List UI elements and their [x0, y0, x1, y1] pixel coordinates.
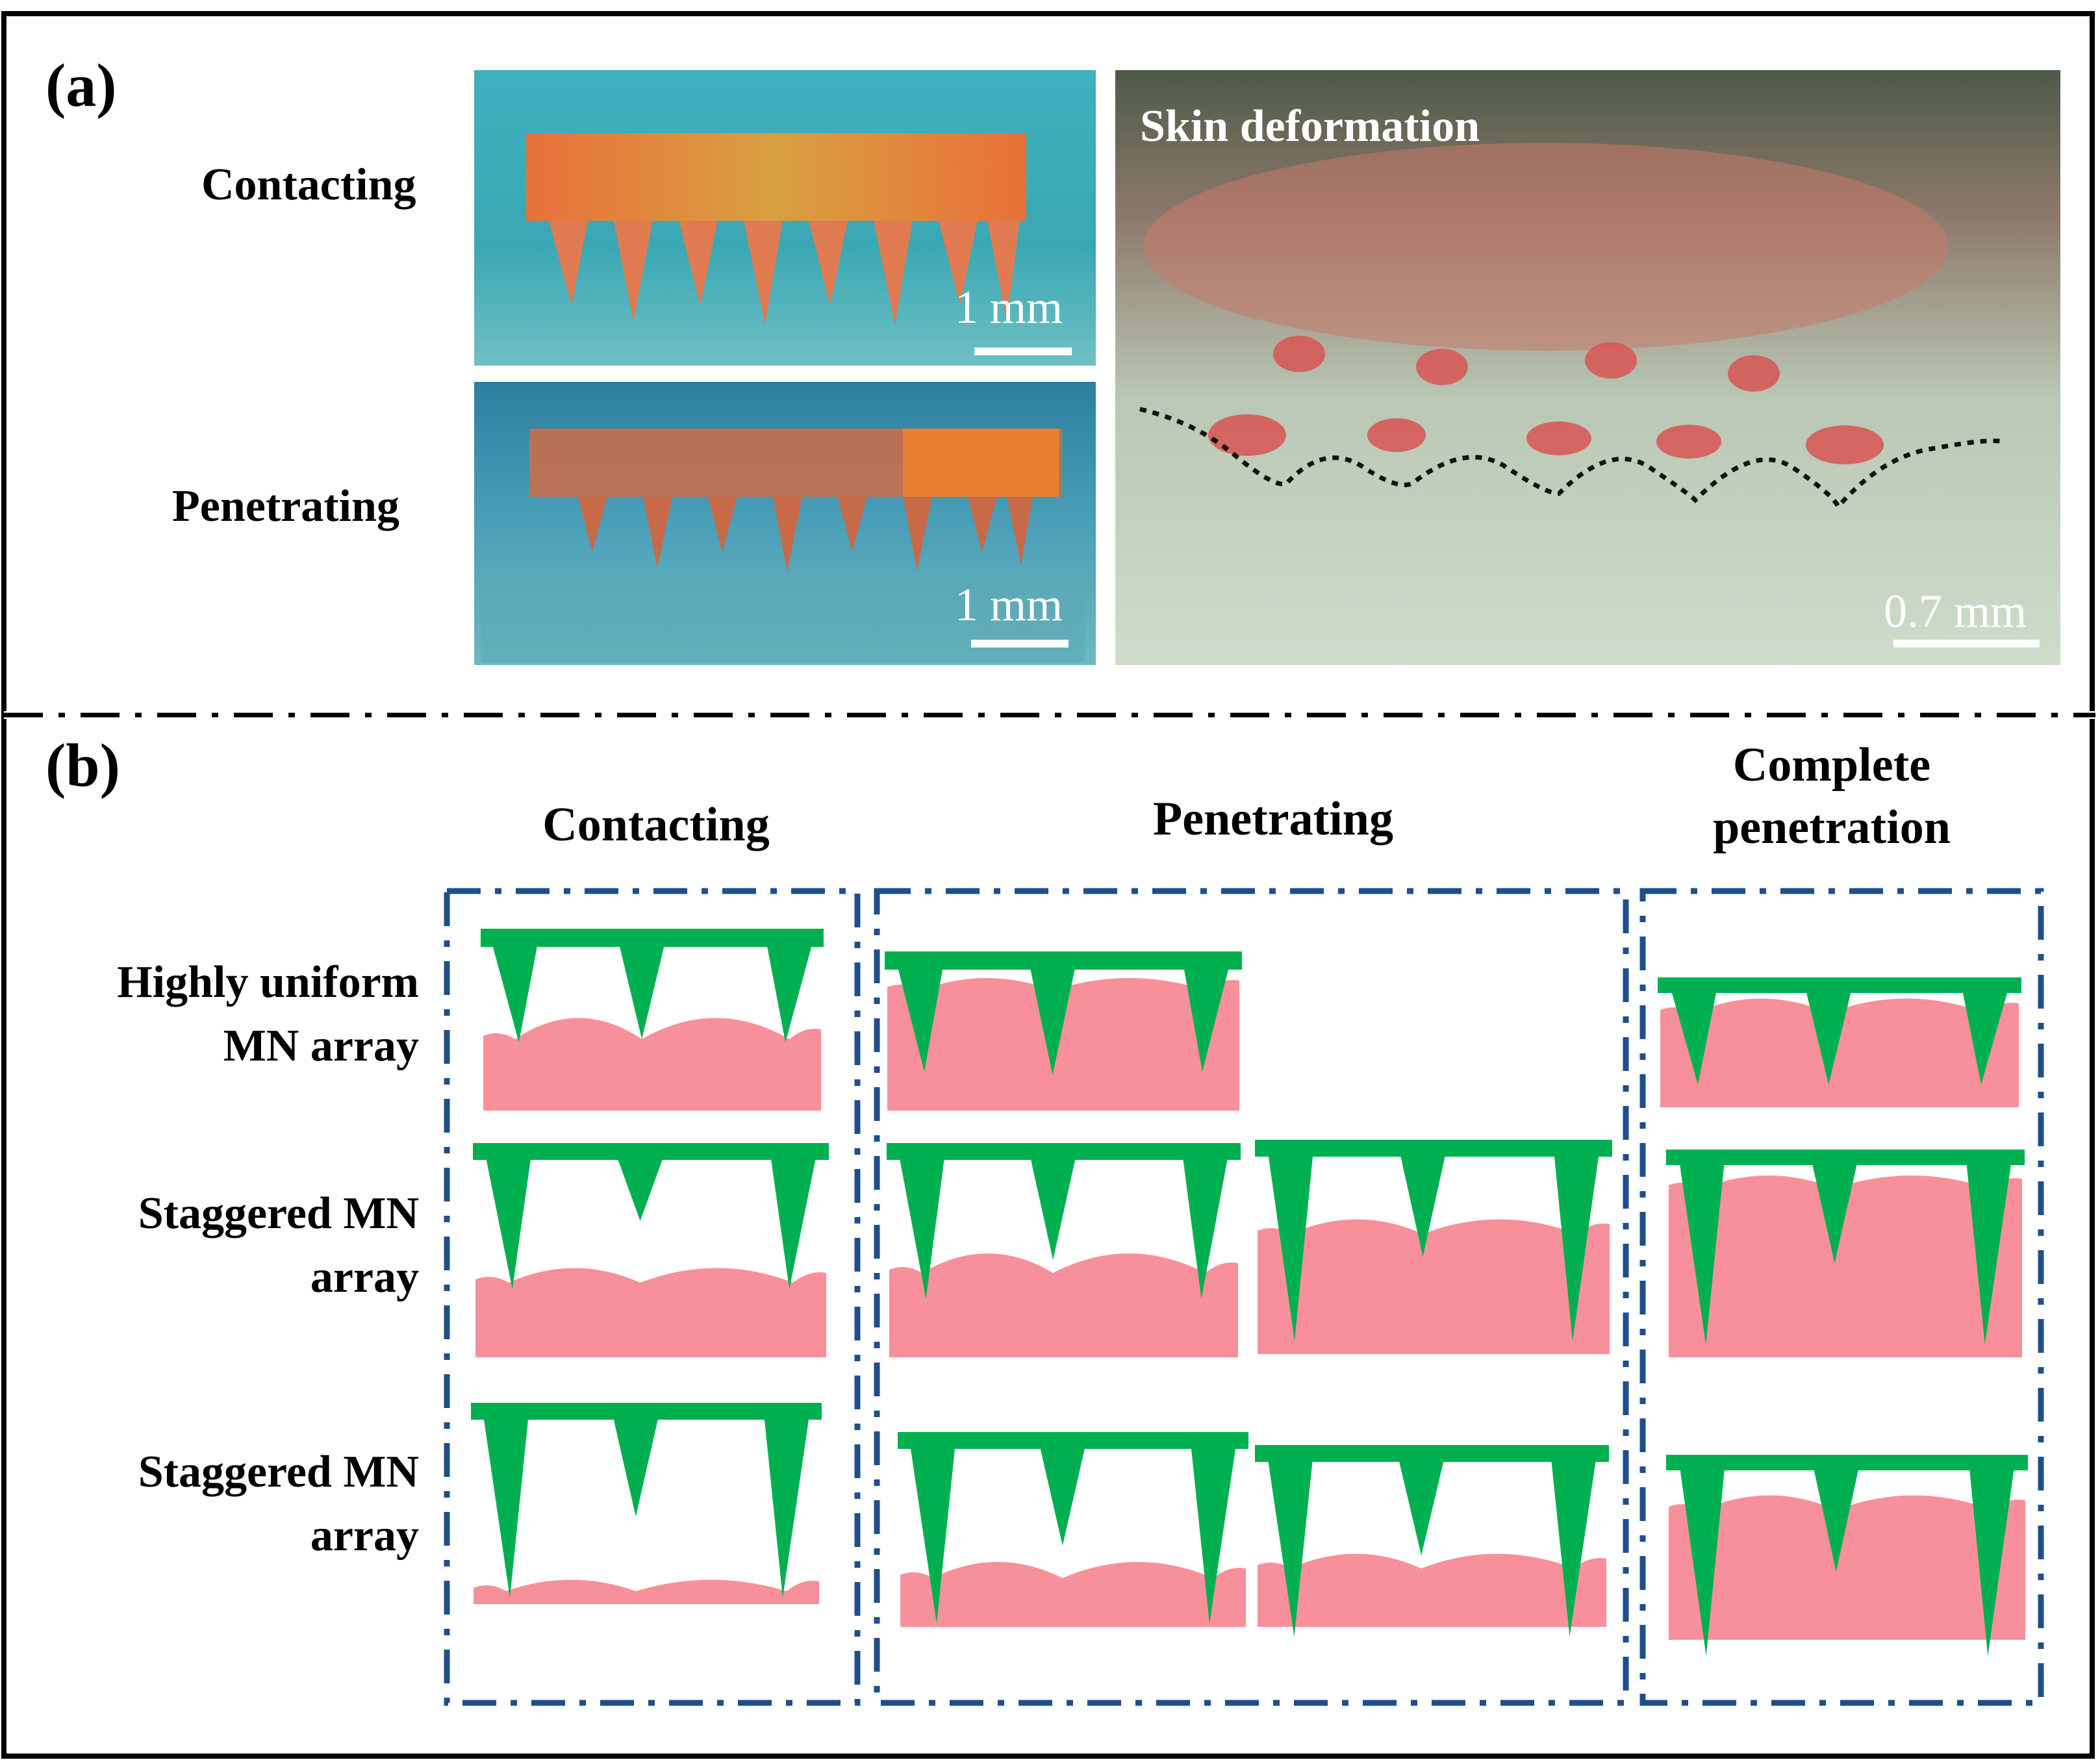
schematic-layer	[471, 929, 2028, 1656]
panel-b-tag: (b)	[45, 732, 120, 799]
schematic-r3-penetrating-b	[1255, 1445, 1609, 1637]
row-1-line2: MN array	[223, 1021, 419, 1071]
column-penetrating: Penetrating	[1153, 792, 1393, 846]
scale-bar-2	[971, 640, 1069, 647]
microneedle	[1400, 1157, 1445, 1257]
skin-layer	[475, 1268, 826, 1357]
panel-a-tag: (a)	[45, 52, 117, 119]
skin-layer	[1669, 1175, 2022, 1357]
microneedle	[1680, 1165, 1725, 1344]
skin-layer	[1258, 1219, 1610, 1354]
mn-backing	[1658, 977, 2021, 993]
microneedle	[1966, 1165, 2011, 1344]
skin-layer	[1660, 998, 2019, 1107]
photo-skin-deformation	[1115, 70, 2060, 665]
microneedle	[765, 1420, 809, 1598]
label-skin-deformation: Skin deformation	[1140, 101, 1480, 151]
microneedle	[898, 970, 942, 1072]
microneedle	[1040, 1449, 1085, 1546]
schematic-r1-penetrating	[885, 951, 1242, 1111]
schematic-r2-penetrating-a	[887, 1143, 1241, 1357]
microneedle	[1806, 993, 1851, 1085]
mn-backing	[481, 929, 824, 947]
microneedle	[618, 1160, 663, 1221]
microneedle	[1268, 1462, 1313, 1637]
microneedle	[900, 1160, 944, 1299]
skin-layer	[1258, 1553, 1606, 1627]
schematic-r3-contacting	[471, 1403, 822, 1604]
microneedle	[613, 1420, 658, 1516]
label-contacting-photo: Contacting	[201, 160, 416, 210]
scale-label-2: 1 mm	[955, 579, 1063, 631]
schematic-r2-complete	[1666, 1150, 2025, 1357]
row-3-line2: array	[310, 1511, 419, 1561]
microneedle	[1183, 1160, 1228, 1299]
box-complete	[1639, 888, 2044, 1706]
schematic-r3-complete	[1666, 1455, 2028, 1656]
microneedle	[1031, 1160, 1076, 1260]
microneedle	[1812, 1165, 1857, 1263]
microneedle	[911, 1449, 955, 1624]
microneedle	[767, 947, 812, 1042]
scale-bar-1	[974, 347, 1072, 355]
microneedle	[1030, 970, 1075, 1075]
photo-contacting	[474, 70, 1096, 366]
mn-backing	[1255, 1445, 1609, 1462]
skin-layer	[483, 1018, 821, 1111]
mn-backing	[1255, 1140, 1612, 1157]
schematic-r3-penetrating-a	[898, 1432, 1248, 1627]
scale-bar-3	[1893, 640, 2040, 647]
skin-layer	[474, 1579, 819, 1604]
label-penetrating-photo: Penetrating	[172, 481, 399, 531]
mn-backing	[898, 1432, 1248, 1449]
row-2-line1: Staggered MN	[138, 1188, 419, 1238]
microneedle	[1680, 1470, 1725, 1656]
microneedle	[492, 947, 537, 1042]
schematic-r1-complete	[1658, 977, 2021, 1107]
row-1-line1: Highly uniform	[117, 957, 419, 1007]
row-2-line2: array	[310, 1252, 419, 1302]
microneedle	[620, 947, 664, 1039]
microneedle	[1672, 993, 1716, 1085]
skin-layer	[1669, 1495, 2025, 1640]
microneedle	[1814, 1470, 1858, 1572]
schematic-r2-penetrating-b	[1255, 1140, 1612, 1354]
row-3-line1: Staggered MN	[138, 1447, 419, 1497]
column-complete-line2: penetration	[1713, 801, 1951, 854]
microneedle	[771, 1160, 816, 1289]
mn-backing	[885, 951, 1242, 970]
box-penetrating	[874, 888, 1629, 1706]
column-complete-line1: Complete	[1732, 738, 1931, 792]
schematic-r2-contacting	[473, 1143, 829, 1357]
microneedle	[1551, 1462, 1596, 1637]
skin-layer	[900, 1562, 1246, 1627]
microneedle	[1554, 1157, 1599, 1341]
skin-layer	[887, 978, 1239, 1111]
box-contacting	[444, 888, 861, 1706]
microneedle	[486, 1160, 531, 1289]
skin-layer	[889, 1253, 1238, 1357]
microneedle	[1399, 1462, 1444, 1555]
scale-label-1: 1 mm	[955, 281, 1063, 333]
microneedle	[1184, 970, 1228, 1072]
microneedle	[1191, 1449, 1235, 1624]
photo-penetrating	[474, 382, 1096, 665]
microneedle	[484, 1420, 528, 1598]
mn-backing	[1666, 1455, 2028, 1470]
microneedle	[1969, 1470, 2014, 1656]
scale-label-3: 0.7 mm	[1884, 585, 2027, 637]
column-contacting: Contacting	[542, 798, 770, 851]
microneedle	[1269, 1157, 1313, 1341]
microneedle	[1963, 993, 2007, 1085]
mn-backing	[1666, 1150, 2025, 1165]
schematic-r1-contacting	[481, 929, 824, 1111]
mn-backing	[473, 1143, 829, 1160]
mn-backing	[471, 1403, 822, 1420]
mn-backing	[887, 1143, 1241, 1160]
